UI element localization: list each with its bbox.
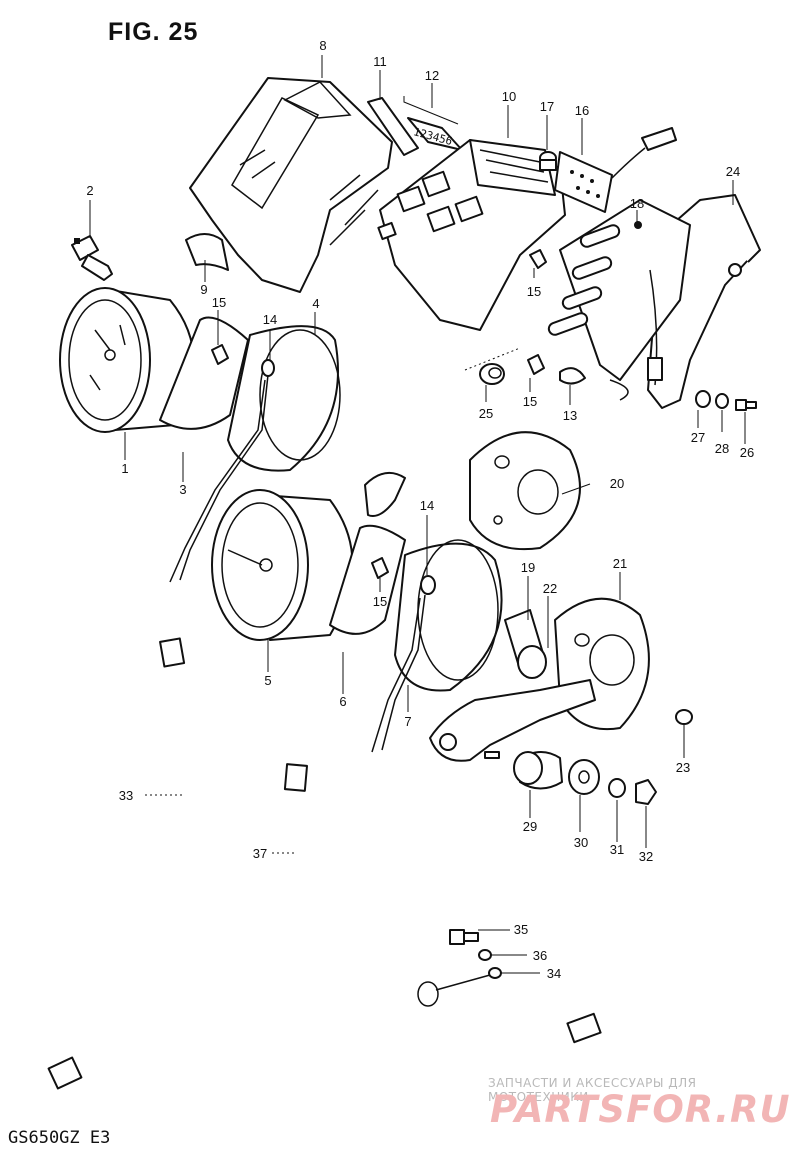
model-code: GS650GZ E3 <box>8 1128 111 1148</box>
part-22-grommet[interactable] <box>517 645 547 679</box>
part-15-bulb-speedo[interactable] <box>211 344 229 365</box>
part-26-screw[interactable] <box>735 399 757 411</box>
part-36-washer[interactable] <box>478 949 492 961</box>
callout-23: 23 <box>676 760 690 775</box>
callout-2: 2 <box>86 183 93 198</box>
callout-6: 6 <box>339 694 346 709</box>
part-16-wiring-socket[interactable] <box>554 127 677 213</box>
callout-37: 37 <box>253 846 267 861</box>
callout-25: 25 <box>479 406 493 421</box>
part-28-washer[interactable] <box>715 393 729 409</box>
callout-3: 3 <box>179 482 186 497</box>
plate-bolt[interactable] <box>484 751 500 759</box>
part-20-rear-cover[interactable] <box>469 431 581 551</box>
callout-14-a: 14 <box>263 312 277 327</box>
callout-33: 33 <box>119 788 133 803</box>
callout-5: 5 <box>264 673 271 688</box>
callout-22: 22 <box>543 581 557 596</box>
callout-19: 19 <box>521 560 535 575</box>
part-11-indicator-lens[interactable] <box>367 97 419 156</box>
part-17-bulb[interactable] <box>539 151 557 171</box>
part-34-clamp[interactable] <box>417 967 502 1007</box>
callout-31: 31 <box>610 842 624 857</box>
callout-10: 10 <box>502 89 516 104</box>
callout-13: 13 <box>563 408 577 423</box>
part-25-grommet[interactable] <box>479 363 505 385</box>
callout-15-b: 15 <box>212 295 226 310</box>
part-31-lock-washer[interactable] <box>608 778 626 798</box>
callout-7: 7 <box>404 714 411 729</box>
watermark-brand: PARTSFOR.RU <box>490 1088 791 1131</box>
part-15-bulb-upper[interactable] <box>529 249 547 269</box>
callout-9: 9 <box>200 282 207 297</box>
part-37-tach-cable[interactable] <box>47 763 309 1090</box>
part-8-upper-cover[interactable] <box>189 77 393 293</box>
callout-11: 11 <box>373 54 387 69</box>
callout-26: 26 <box>740 445 754 460</box>
part-32-nut[interactable] <box>635 779 657 805</box>
callout-18: 18 <box>630 196 644 211</box>
part-9-bracket[interactable] <box>185 233 229 271</box>
callout-1: 1 <box>121 461 128 476</box>
callout-24: 24 <box>726 164 740 179</box>
tach-mount-bracket[interactable] <box>364 471 406 517</box>
part-13-bulb-socket[interactable] <box>559 367 586 385</box>
part-23-nut[interactable] <box>675 709 693 725</box>
part-10-indicator-housing[interactable] <box>377 139 566 331</box>
callout-labels: 8 11 12 10 17 16 24 2 18 9 15 15 4 14 25… <box>86 38 754 981</box>
callout-8: 8 <box>319 38 326 53</box>
callout-34: 34 <box>547 966 561 981</box>
part-27-washer[interactable] <box>695 390 711 408</box>
callout-32: 32 <box>639 849 653 864</box>
callout-21: 21 <box>613 556 627 571</box>
callout-35: 35 <box>514 922 528 937</box>
callout-29: 29 <box>523 819 537 834</box>
callout-15-a: 15 <box>527 284 541 299</box>
part-7-tach-housing[interactable] <box>371 539 503 753</box>
callout-15-c: 15 <box>523 394 537 409</box>
callout-15-d: 15 <box>373 594 387 609</box>
callout-14-b: 14 <box>420 498 434 513</box>
part-2-reset-knob[interactable] <box>71 235 113 281</box>
part-29-damper[interactable] <box>513 751 563 790</box>
callout-28: 28 <box>715 441 729 456</box>
callout-16: 16 <box>575 103 589 118</box>
callout-4: 4 <box>312 296 319 311</box>
callout-20: 20 <box>610 476 624 491</box>
part-35-screw[interactable] <box>449 929 479 945</box>
part-33-speedo-cable[interactable] <box>159 637 602 1050</box>
part-15-bulb-tach[interactable] <box>371 557 389 579</box>
part-3-meter-case[interactable] <box>159 316 249 430</box>
bulb-socket-cluster[interactable] <box>547 199 691 401</box>
callout-12: 12 <box>425 68 439 83</box>
part-4-speedo-housing[interactable] <box>169 325 341 583</box>
part-30-washer[interactable] <box>568 759 600 795</box>
callout-17: 17 <box>540 99 554 114</box>
callout-27: 27 <box>691 430 705 445</box>
part-15-bulb-mid[interactable] <box>527 354 545 375</box>
leader-lines <box>89 55 746 974</box>
watermark-tagline: ЗАПЧАСТИ И АКСЕССУАРЫ ДЛЯ МОТОТЕХНИКИ <box>488 1076 697 1104</box>
callout-30: 30 <box>574 835 588 850</box>
part-6-tach-case[interactable] <box>329 524 406 635</box>
figure-title: FIG. 25 <box>108 18 199 46</box>
callout-36: 36 <box>533 948 547 963</box>
